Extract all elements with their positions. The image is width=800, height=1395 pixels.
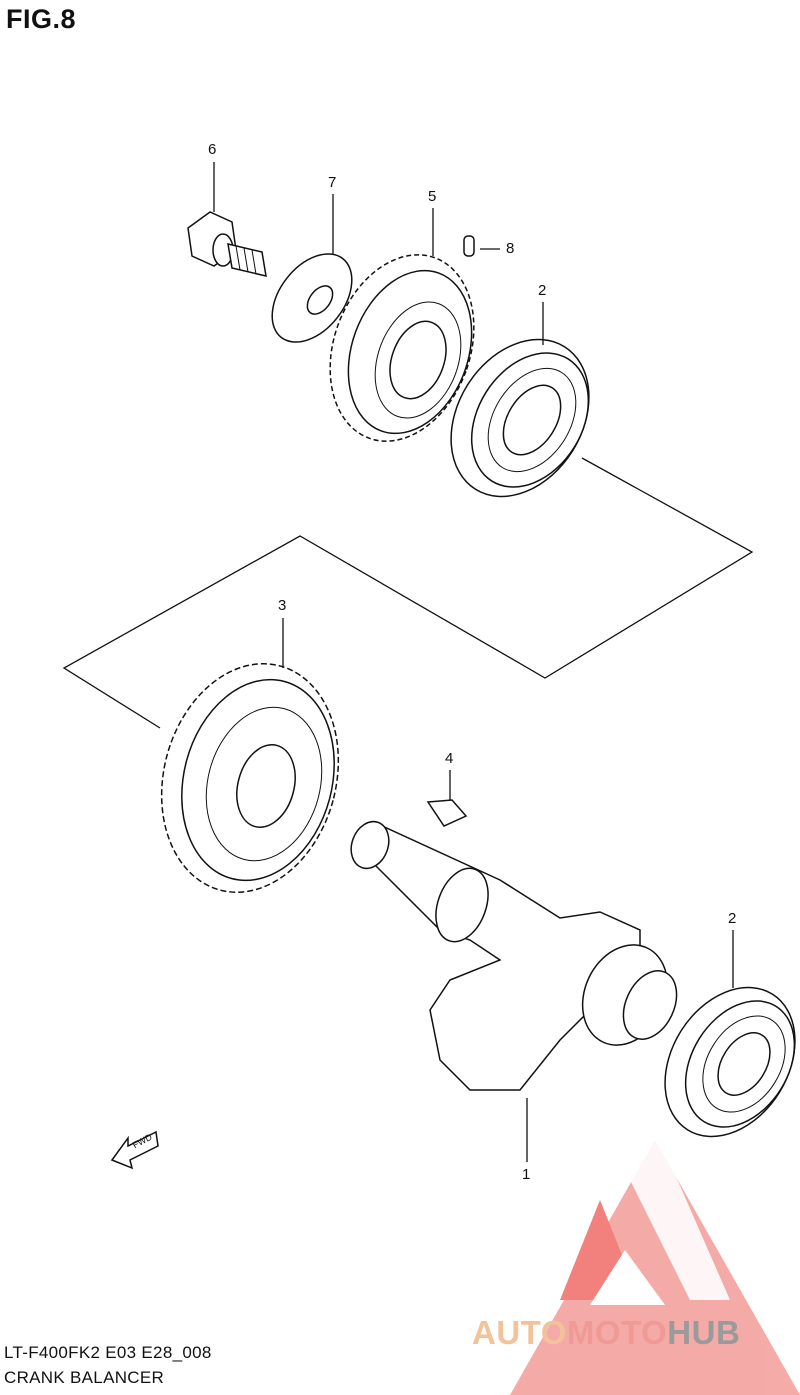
figure-title: FIG.8: [6, 4, 77, 34]
model-code: LT-F400FK2 E03 E28_008: [4, 1343, 212, 1362]
callout-2-lower: 2: [728, 910, 737, 927]
section-name: CRANK BALANCER: [4, 1368, 165, 1387]
part-6-flange-bolt: [187, 211, 267, 277]
part-2-bearing-lower: [664, 986, 796, 1138]
callout-1: 1: [522, 1166, 531, 1183]
callout-4: 4: [445, 750, 454, 767]
callout-7: 7: [328, 174, 337, 191]
watermark-moto: MOTO: [566, 1314, 668, 1351]
part-2-bearing-upper: [450, 338, 590, 498]
watermark-text: AUTOMOTOHUB: [472, 1314, 740, 1352]
watermark-hub: HUB: [667, 1314, 741, 1351]
assembly-guide-line-upper: [62, 457, 754, 729]
automotohub-logo-icon: [510, 1140, 800, 1395]
part-7-washer: [271, 253, 353, 343]
part-4-key: [426, 799, 468, 827]
part-5-drive-gear: [329, 254, 475, 442]
part-1-crank-balancer-shaft: [350, 820, 678, 1091]
part-3-balancer-driven-gear: [160, 663, 340, 893]
part-8-pin: [463, 235, 475, 257]
callout-5: 5: [428, 188, 437, 205]
callout-8: 8: [506, 240, 515, 257]
watermark-auto: AUTO: [472, 1314, 567, 1351]
callout-6: 6: [208, 141, 217, 158]
fwd-direction-arrow-icon: [110, 1130, 159, 1170]
callout-3: 3: [278, 597, 287, 614]
callout-2-upper: 2: [538, 282, 547, 299]
